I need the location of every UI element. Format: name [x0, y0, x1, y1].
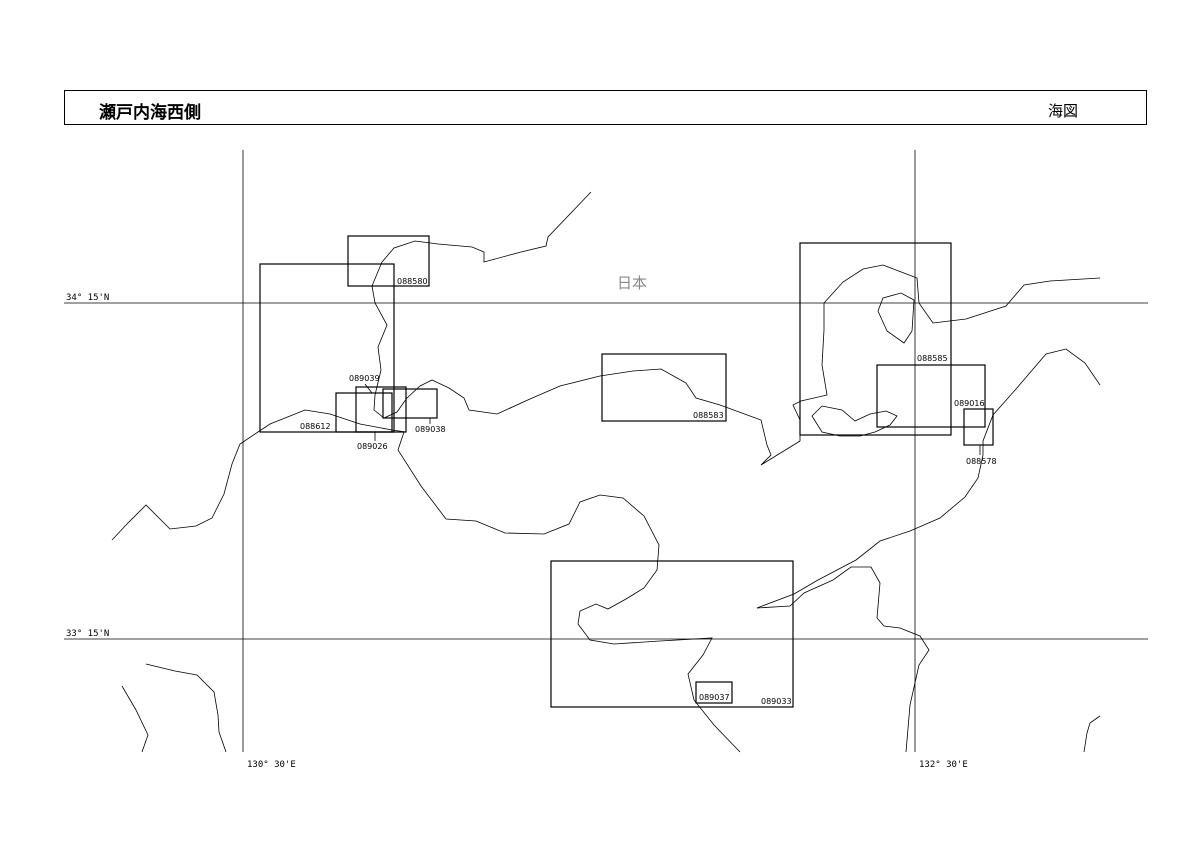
- chart-box-089016[interactable]: [876, 364, 986, 428]
- graticule: [64, 150, 1148, 752]
- chart-label-088580[interactable]: 088580: [397, 277, 428, 286]
- latitude-label-33-15: 33° 15'N: [66, 629, 109, 639]
- chart-label-088578[interactable]: 088578: [966, 457, 997, 466]
- chart-box-088583[interactable]: [601, 353, 727, 422]
- chart-label-089016[interactable]: 089016: [954, 399, 985, 408]
- coastline-southeast-tip: [1083, 715, 1101, 753]
- chart-box-088585[interactable]: [799, 242, 952, 436]
- island-inner-sea-south: [811, 405, 898, 437]
- chart-label-089039[interactable]: 089039: [349, 374, 380, 383]
- chart-label-089026[interactable]: 089026: [357, 442, 388, 451]
- chart-box-088580[interactable]: [347, 235, 430, 287]
- coastline-shikoku-south: [756, 566, 930, 753]
- chart-box-089026[interactable]: [335, 392, 393, 433]
- chart-box-088612[interactable]: [259, 263, 395, 433]
- country-label-japan: 日本: [617, 274, 647, 292]
- chart-box-089038[interactable]: [382, 388, 438, 419]
- chart-box-089033[interactable]: [550, 560, 794, 708]
- chart-box-088578[interactable]: [963, 408, 994, 446]
- chart-label-089038[interactable]: 089038: [415, 425, 446, 434]
- chart-label-088583[interactable]: 088583: [693, 411, 724, 420]
- coastline-honshu-north: [371, 191, 1101, 466]
- map-type-label: 海図: [1047, 102, 1078, 120]
- coastline-shikoku: [756, 348, 1101, 609]
- coastlines: [111, 191, 1101, 753]
- chart-label-089037[interactable]: 089037: [699, 693, 730, 702]
- coastline-kyushu-north: [111, 409, 407, 541]
- longitude-label-132-30: 132° 30'E: [919, 760, 968, 770]
- map-header: 瀬戸内海西側 海図: [64, 90, 1147, 125]
- coastline-kyushu-east: [397, 431, 741, 753]
- chart-label-088612[interactable]: 088612: [300, 422, 331, 431]
- chart-label-089033[interactable]: 089033: [761, 697, 792, 706]
- coastline-southwest: [121, 685, 149, 753]
- island-inner-sea-north: [877, 292, 915, 344]
- coastline-southwest-2: [145, 663, 227, 753]
- chart-box-089039[interactable]: [355, 386, 407, 433]
- chart-label-088585[interactable]: 088585: [917, 354, 948, 363]
- map-title: 瀬戸内海西側: [99, 103, 201, 123]
- longitude-label-130-30: 130° 30'E: [247, 760, 296, 770]
- chart-box-089037[interactable]: [695, 681, 733, 704]
- latitude-label-34-15: 34° 15'N: [66, 293, 109, 303]
- chart-leader-lines: [364, 383, 981, 455]
